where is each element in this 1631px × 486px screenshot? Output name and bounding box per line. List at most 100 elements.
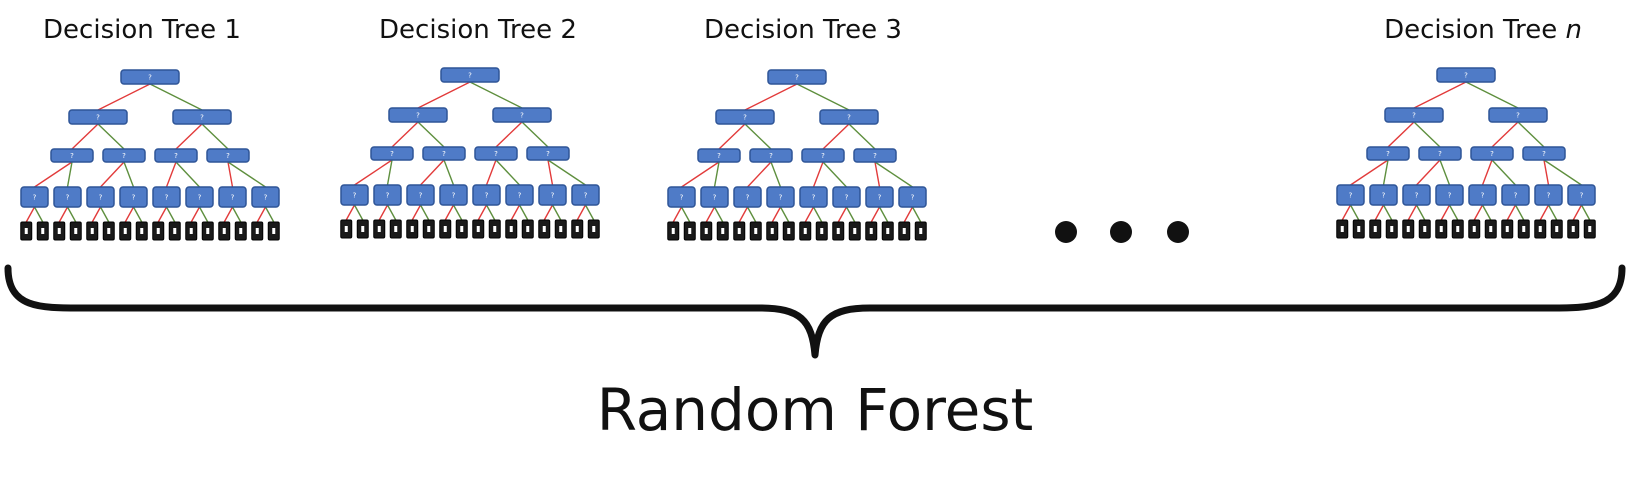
leaf-node-mark	[1505, 226, 1509, 232]
right-branch-edge	[99, 206, 110, 223]
decision-node-label: ?	[96, 114, 100, 122]
right-branch-edge	[1382, 204, 1393, 221]
decision-node	[1567, 184, 1596, 206]
leaf-node-mark	[156, 228, 160, 234]
left-branch-edge	[175, 123, 203, 150]
decision-node-label: ?	[353, 192, 357, 200]
leaf-node-mark	[1357, 226, 1361, 232]
left-branch-edge	[681, 161, 720, 188]
right-branch-edge	[452, 204, 463, 221]
decision-node-label: ?	[386, 192, 390, 200]
decision-node-label: ?	[1448, 192, 1452, 200]
left-branch-edge	[738, 206, 749, 223]
decision-node	[120, 69, 180, 85]
left-branch-edge	[718, 123, 746, 150]
left-branch-edge	[746, 161, 772, 188]
decision-tree-2: ???????????????	[340, 67, 600, 239]
leaf-node-mark	[493, 226, 497, 232]
leaf-node-mark	[770, 228, 774, 234]
left-branch-edge	[804, 206, 815, 223]
leaf-node-mark	[1522, 226, 1526, 232]
right-branch-edge	[848, 123, 876, 150]
leaf-node-mark	[427, 226, 431, 232]
decision-node	[700, 186, 729, 208]
decision-tree-n: ???????????????	[1336, 67, 1596, 239]
right-branch-edge	[231, 206, 242, 223]
decision-tree-1: ???????????????	[20, 69, 280, 241]
decision-node-label: ?	[847, 114, 851, 122]
right-branch-edge	[386, 204, 397, 221]
right-branch-edge	[547, 159, 586, 186]
leaf-node-mark	[869, 228, 873, 234]
left-branch-edge	[391, 121, 419, 148]
leaf-node-mark	[721, 228, 725, 234]
right-branch-edge	[1415, 204, 1426, 221]
left-branch-edge	[165, 161, 177, 188]
left-branch-edge	[1572, 204, 1583, 221]
decision-node-label: ?	[518, 192, 522, 200]
leaf-node-mark	[394, 226, 398, 232]
right-branch-edge	[201, 123, 229, 150]
left-branch-edge	[25, 206, 36, 223]
leaf-node-mark	[1588, 226, 1592, 232]
leaf-node-mark	[107, 228, 111, 234]
right-branch-edge	[33, 206, 44, 223]
left-branch-edge	[227, 161, 234, 188]
decision-node-label: ?	[66, 194, 70, 202]
left-branch-edge	[771, 206, 782, 223]
decision-node	[185, 186, 214, 208]
right-branch-edge	[132, 206, 143, 223]
left-branch-edge	[190, 206, 201, 223]
left-branch-edge	[58, 206, 69, 223]
leaf-node-mark	[476, 226, 480, 232]
left-branch-edge	[378, 204, 389, 221]
decision-node	[1402, 184, 1431, 206]
leaf-node-mark	[1373, 226, 1377, 232]
decision-node	[251, 186, 280, 208]
decision-node-label: ?	[148, 74, 152, 82]
decision-node-label: ?	[845, 194, 849, 202]
decision-node-label: ?	[878, 194, 882, 202]
leaf-node-mark	[1456, 226, 1460, 232]
leaf-node-mark	[140, 228, 144, 234]
leaf-node-mark	[443, 226, 447, 232]
decision-node-label: ?	[546, 150, 550, 158]
decision-node	[86, 186, 115, 208]
left-branch-edge	[510, 204, 521, 221]
decision-node	[1369, 184, 1398, 206]
leaf-node-mark	[239, 228, 243, 234]
decision-node	[373, 184, 402, 206]
decision-tree-3: ???????????????	[667, 69, 927, 241]
leaf-node-mark	[737, 228, 741, 234]
decision-node-label: ?	[551, 192, 555, 200]
decision-node-label: ?	[442, 150, 446, 158]
leaf-node-mark	[1472, 226, 1476, 232]
decision-node	[865, 186, 894, 208]
decision-node	[422, 146, 466, 161]
decision-node-label: ?	[680, 194, 684, 202]
leaf-node-mark	[1390, 226, 1394, 232]
decision-node	[1470, 146, 1514, 161]
tree-title-2: Decision Tree 2	[379, 15, 577, 45]
right-branch-edge	[746, 206, 757, 223]
left-branch-edge	[99, 161, 125, 188]
left-branch-edge	[672, 206, 683, 223]
left-branch-edge	[543, 204, 554, 221]
right-branch-edge	[495, 159, 521, 186]
leaf-node-mark	[820, 228, 824, 234]
decision-node-label: ?	[1547, 192, 1551, 200]
decision-node-label: ?	[132, 194, 136, 202]
decision-node	[1522, 146, 1566, 161]
left-branch-edge	[256, 206, 267, 223]
leaf-node-mark	[836, 228, 840, 234]
right-branch-edge	[66, 206, 77, 223]
left-branch-edge	[576, 204, 587, 221]
decision-node	[472, 184, 501, 206]
right-branch-edge	[1439, 159, 1451, 186]
decision-node	[667, 186, 696, 208]
decision-node-label: ?	[769, 152, 773, 160]
decision-node-label: ?	[419, 192, 423, 200]
left-branch-edge	[547, 159, 554, 186]
right-branch-edge	[518, 204, 529, 221]
left-branch-edge	[870, 206, 881, 223]
